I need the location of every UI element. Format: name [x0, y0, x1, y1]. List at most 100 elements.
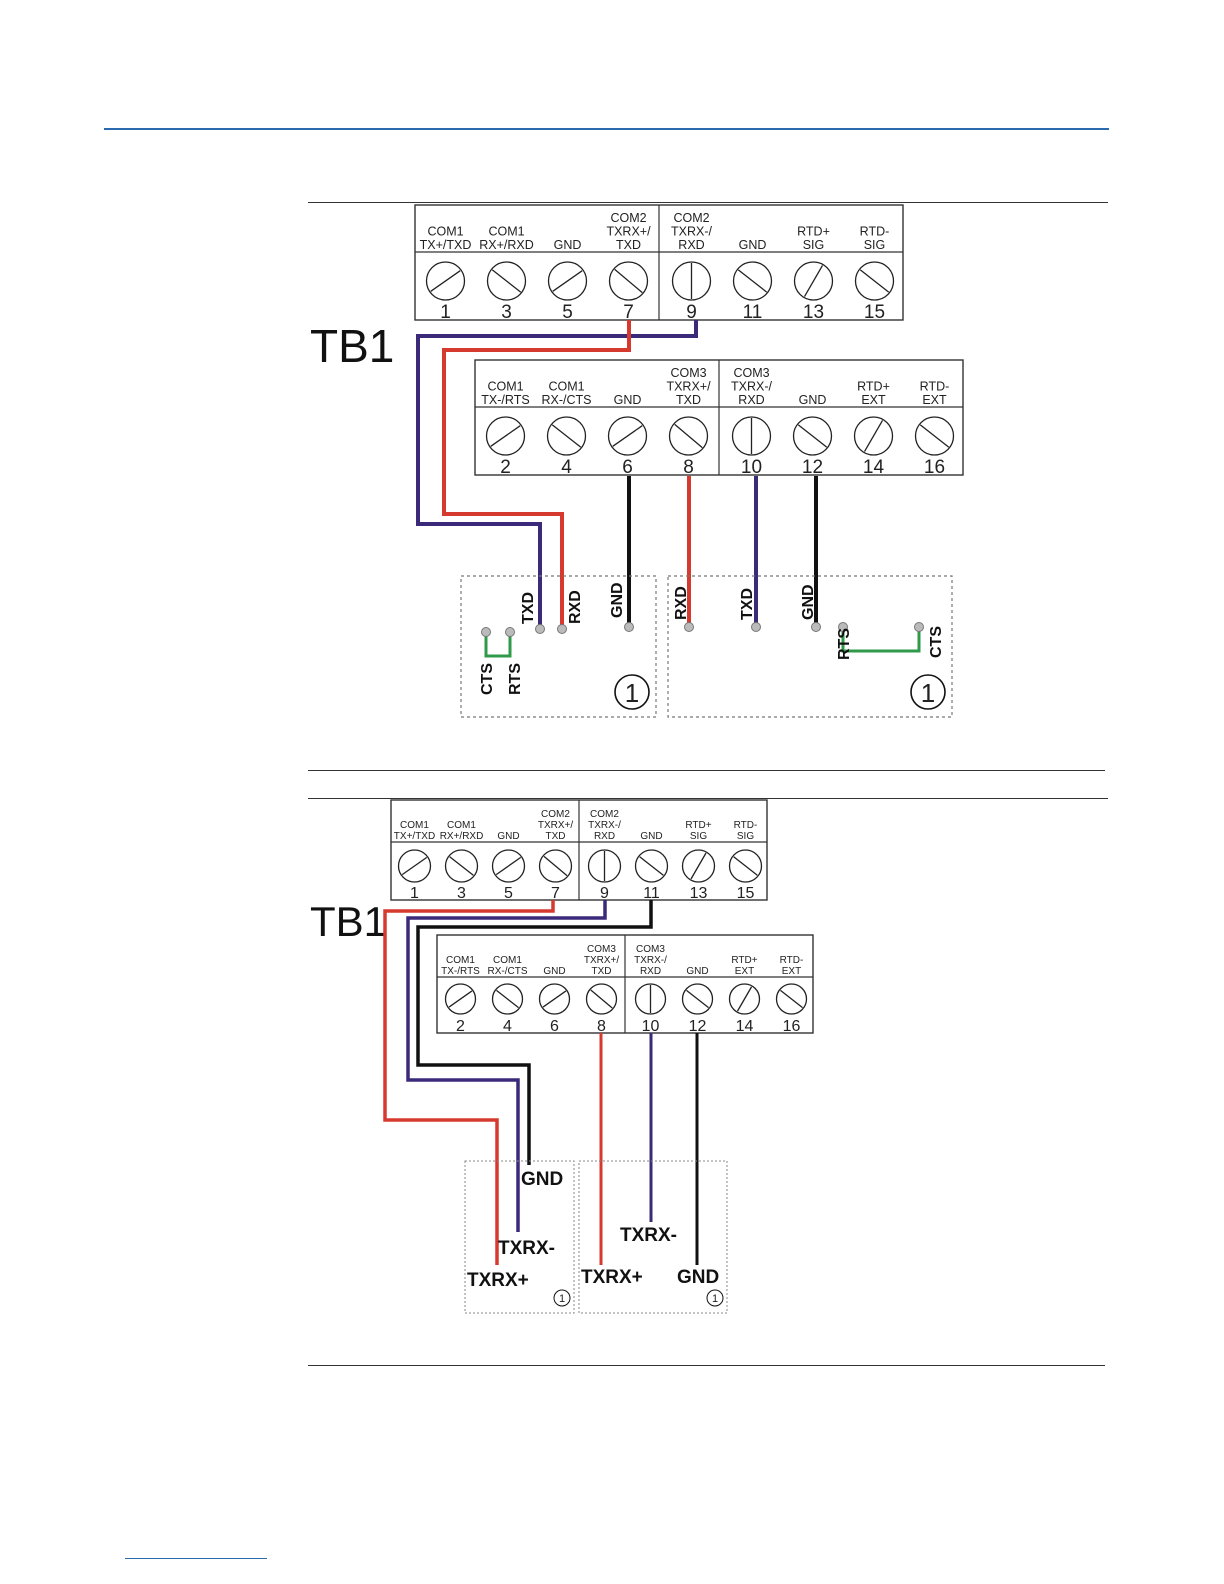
fig2-top-screw-slot-7	[543, 855, 568, 877]
fig1-pin-rxd	[557, 624, 567, 634]
fig1-r-pin-cts	[914, 622, 924, 632]
fig2-terminal-block-bottom: COM1TX-/RTS2COM1RX-/CTS4GND6COM3TXRX+/TX…	[436, 934, 814, 1035]
fig1-pin-gnd	[624, 622, 634, 632]
fig1-top-terminal-number-7: 7	[623, 302, 634, 323]
fig1-top-terminal-number-15: 15	[864, 302, 885, 323]
fig2-bot-screw-slot-8	[590, 989, 613, 1009]
fig2-top-label-9-l3: RXD	[594, 831, 615, 842]
fig1-bot-label-16-l2: EXT	[922, 393, 947, 407]
fig1-top-label-3-l2: RX+/RXD	[479, 238, 534, 252]
fig2-bot-screw-slot-4	[496, 989, 519, 1009]
fig1-top-screw-slot-1	[430, 270, 461, 292]
fig1-wire-purple-9-to-txd	[416, 320, 698, 627]
fig1-r-pin-gnd	[811, 622, 821, 632]
fig1-top-label-9-l2: TXRX-/	[671, 225, 713, 239]
fig2-left-note-number: 1	[559, 1293, 565, 1305]
fig2-bot-label-14-l2: EXT	[735, 966, 754, 977]
fig1-top-terminal-number-9: 9	[686, 302, 697, 323]
fig1-device-right: RXD TXD GND RTS CTS 1	[667, 575, 953, 718]
fig2-top-terminal-number-7: 7	[551, 885, 560, 902]
fig2-terminal-block-top: COM1TX+/TXD1COM1RX+/RXD3GND5COM2TXRX+/TX…	[390, 799, 768, 902]
fig2-bot-label-14-l1: RTD+	[731, 955, 757, 966]
fig1-top-terminal-number-3: 3	[501, 302, 512, 323]
fig2-top-label-1-l2: TX+/TXD	[394, 831, 435, 842]
fig1-bot-screw-slot-16	[919, 424, 950, 448]
figure2: TB1 COM1TX+/TXD1COM1RX+/RXD3GND5COM2TXRX…	[310, 799, 814, 1314]
fig1-right-note-number: 1	[921, 678, 935, 708]
fig1-left-note-number: 1	[625, 678, 639, 708]
figure1-bottom-rule	[308, 770, 1105, 771]
fig1-bot-terminal-number-10: 10	[741, 457, 762, 478]
fig1-terminal-block-bottom: COM1TX-/RTS2COM1RX-/CTS4GND6COM3TXRX+/TX…	[474, 359, 964, 478]
fig2-top-terminal-number-5: 5	[504, 885, 513, 902]
fig2-top-screw-slot-1	[401, 856, 428, 876]
figure1: TB1 COM1TX+/TXD1COM1RX+/RXD3GND5COM2TXRX…	[310, 204, 964, 718]
fig1-bot-screw-slot-6	[612, 425, 643, 447]
fig1-top-screw-slot-13	[803, 265, 824, 297]
fig1-bot-terminal-number-6: 6	[622, 457, 633, 478]
fig1-top-label-9-l3: RXD	[678, 238, 704, 252]
fig1-top-label-13-l1: RTD+	[797, 225, 830, 239]
fig1-left-label-txd: TXD	[520, 592, 537, 624]
fig1-right-label-rxd: RXD	[673, 586, 690, 620]
fig1-top-screw-slot-3	[491, 269, 522, 293]
fig1-pin-rts	[505, 627, 515, 637]
fig1-top-label-7-l1: COM2	[610, 211, 646, 225]
fig2-left-label-gnd: GND	[521, 1169, 563, 1190]
fig2-right-label-txrx-plus: TXRX+	[581, 1267, 643, 1288]
header-rule	[104, 128, 1109, 130]
fig2-top-screw-slot-15	[733, 856, 758, 876]
fig1-bot-terminal-number-14: 14	[863, 457, 885, 478]
fig1-bot-label-8-l1: COM3	[670, 366, 706, 380]
fig1-top-terminal-number-5: 5	[562, 302, 573, 323]
fig2-top-label-15-l2: SIG	[737, 831, 754, 842]
fig2-top-terminal-number-1: 1	[410, 885, 419, 902]
fig2-device-right: TXRX- TXRX+ GND 1	[578, 1160, 728, 1314]
fig2-bot-label-16-l2: EXT	[782, 966, 801, 977]
fig1-top-terminal-number-11: 11	[743, 302, 763, 323]
fig1-left-label-rxd: RXD	[567, 590, 584, 624]
fig1-bot-label-6-l1: GND	[614, 393, 642, 407]
fig2-top-label-15-l1: RTD-	[734, 820, 758, 831]
fig2-bot-label-2-l2: TX-/RTS	[441, 966, 480, 977]
fig1-bot-label-10-l3: RXD	[738, 393, 764, 407]
fig2-top-terminal-number-3: 3	[457, 885, 466, 902]
fig2-top-label-3-l2: RX+/RXD	[440, 831, 484, 842]
fig1-bot-terminal-number-4: 4	[561, 457, 572, 478]
fig1-top-label-7-l2: TXRX+/	[606, 225, 651, 239]
fig1-top-terminal-number-1: 1	[440, 302, 451, 323]
fig2-top-screw-slot-11	[639, 856, 664, 876]
fig2-top-screw-slot-5	[495, 856, 522, 876]
fig1-bot-terminal-number-16: 16	[924, 457, 945, 478]
fig2-bot-label-16-l1: RTD-	[780, 955, 804, 966]
fig1-top-label-15-l2: SIG	[864, 238, 886, 252]
fig1-top-screw-slot-15	[859, 269, 890, 293]
fig2-top-label-7-l3: TXD	[546, 831, 566, 842]
fig2-bot-screw-slot-16	[780, 989, 803, 1009]
fig2-bot-label-6-l1: GND	[543, 966, 565, 977]
fig1-bot-label-14-l1: RTD+	[857, 380, 890, 394]
fig1-bot-label-12-l1: GND	[799, 393, 827, 407]
fig2-bot-screw-slot-12	[686, 989, 709, 1009]
fig1-top-label-3-l1: COM1	[488, 225, 524, 239]
fig1-bot-terminal-number-2: 2	[500, 457, 511, 478]
fig2-wire-black-11-to-gnd	[416, 900, 653, 1165]
fig1-top-label-1-l1: COM1	[427, 225, 463, 239]
fig1-bot-label-2-l1: COM1	[487, 380, 523, 394]
fig1-wire-red-7-to-rxd	[442, 320, 631, 627]
fig1-bot-label-10-l1: COM3	[733, 366, 769, 380]
fig2-top-label-11-l1: GND	[640, 831, 662, 842]
fig2-top-label-3-l1: COM1	[447, 820, 476, 831]
fig2-bot-terminal-number-10: 10	[642, 1018, 660, 1035]
fig1-bot-screw-slot-12	[797, 424, 828, 448]
fig1-right-label-txd: TXD	[739, 588, 756, 620]
fig1-top-screw-slot-7	[614, 268, 643, 294]
fig1-left-label-rts: RTS	[507, 663, 524, 695]
fig2-bot-terminal-number-16: 16	[783, 1018, 801, 1035]
fig1-right-label-gnd: GND	[800, 584, 817, 620]
fig1-left-label-cts: CTS	[479, 663, 496, 695]
fig1-bot-label-14-l2: EXT	[861, 393, 886, 407]
fig2-bot-label-12-l1: GND	[686, 966, 708, 977]
fig1-bot-label-16-l1: RTD-	[920, 380, 950, 394]
figure2-bottom-rule	[308, 1365, 1105, 1366]
